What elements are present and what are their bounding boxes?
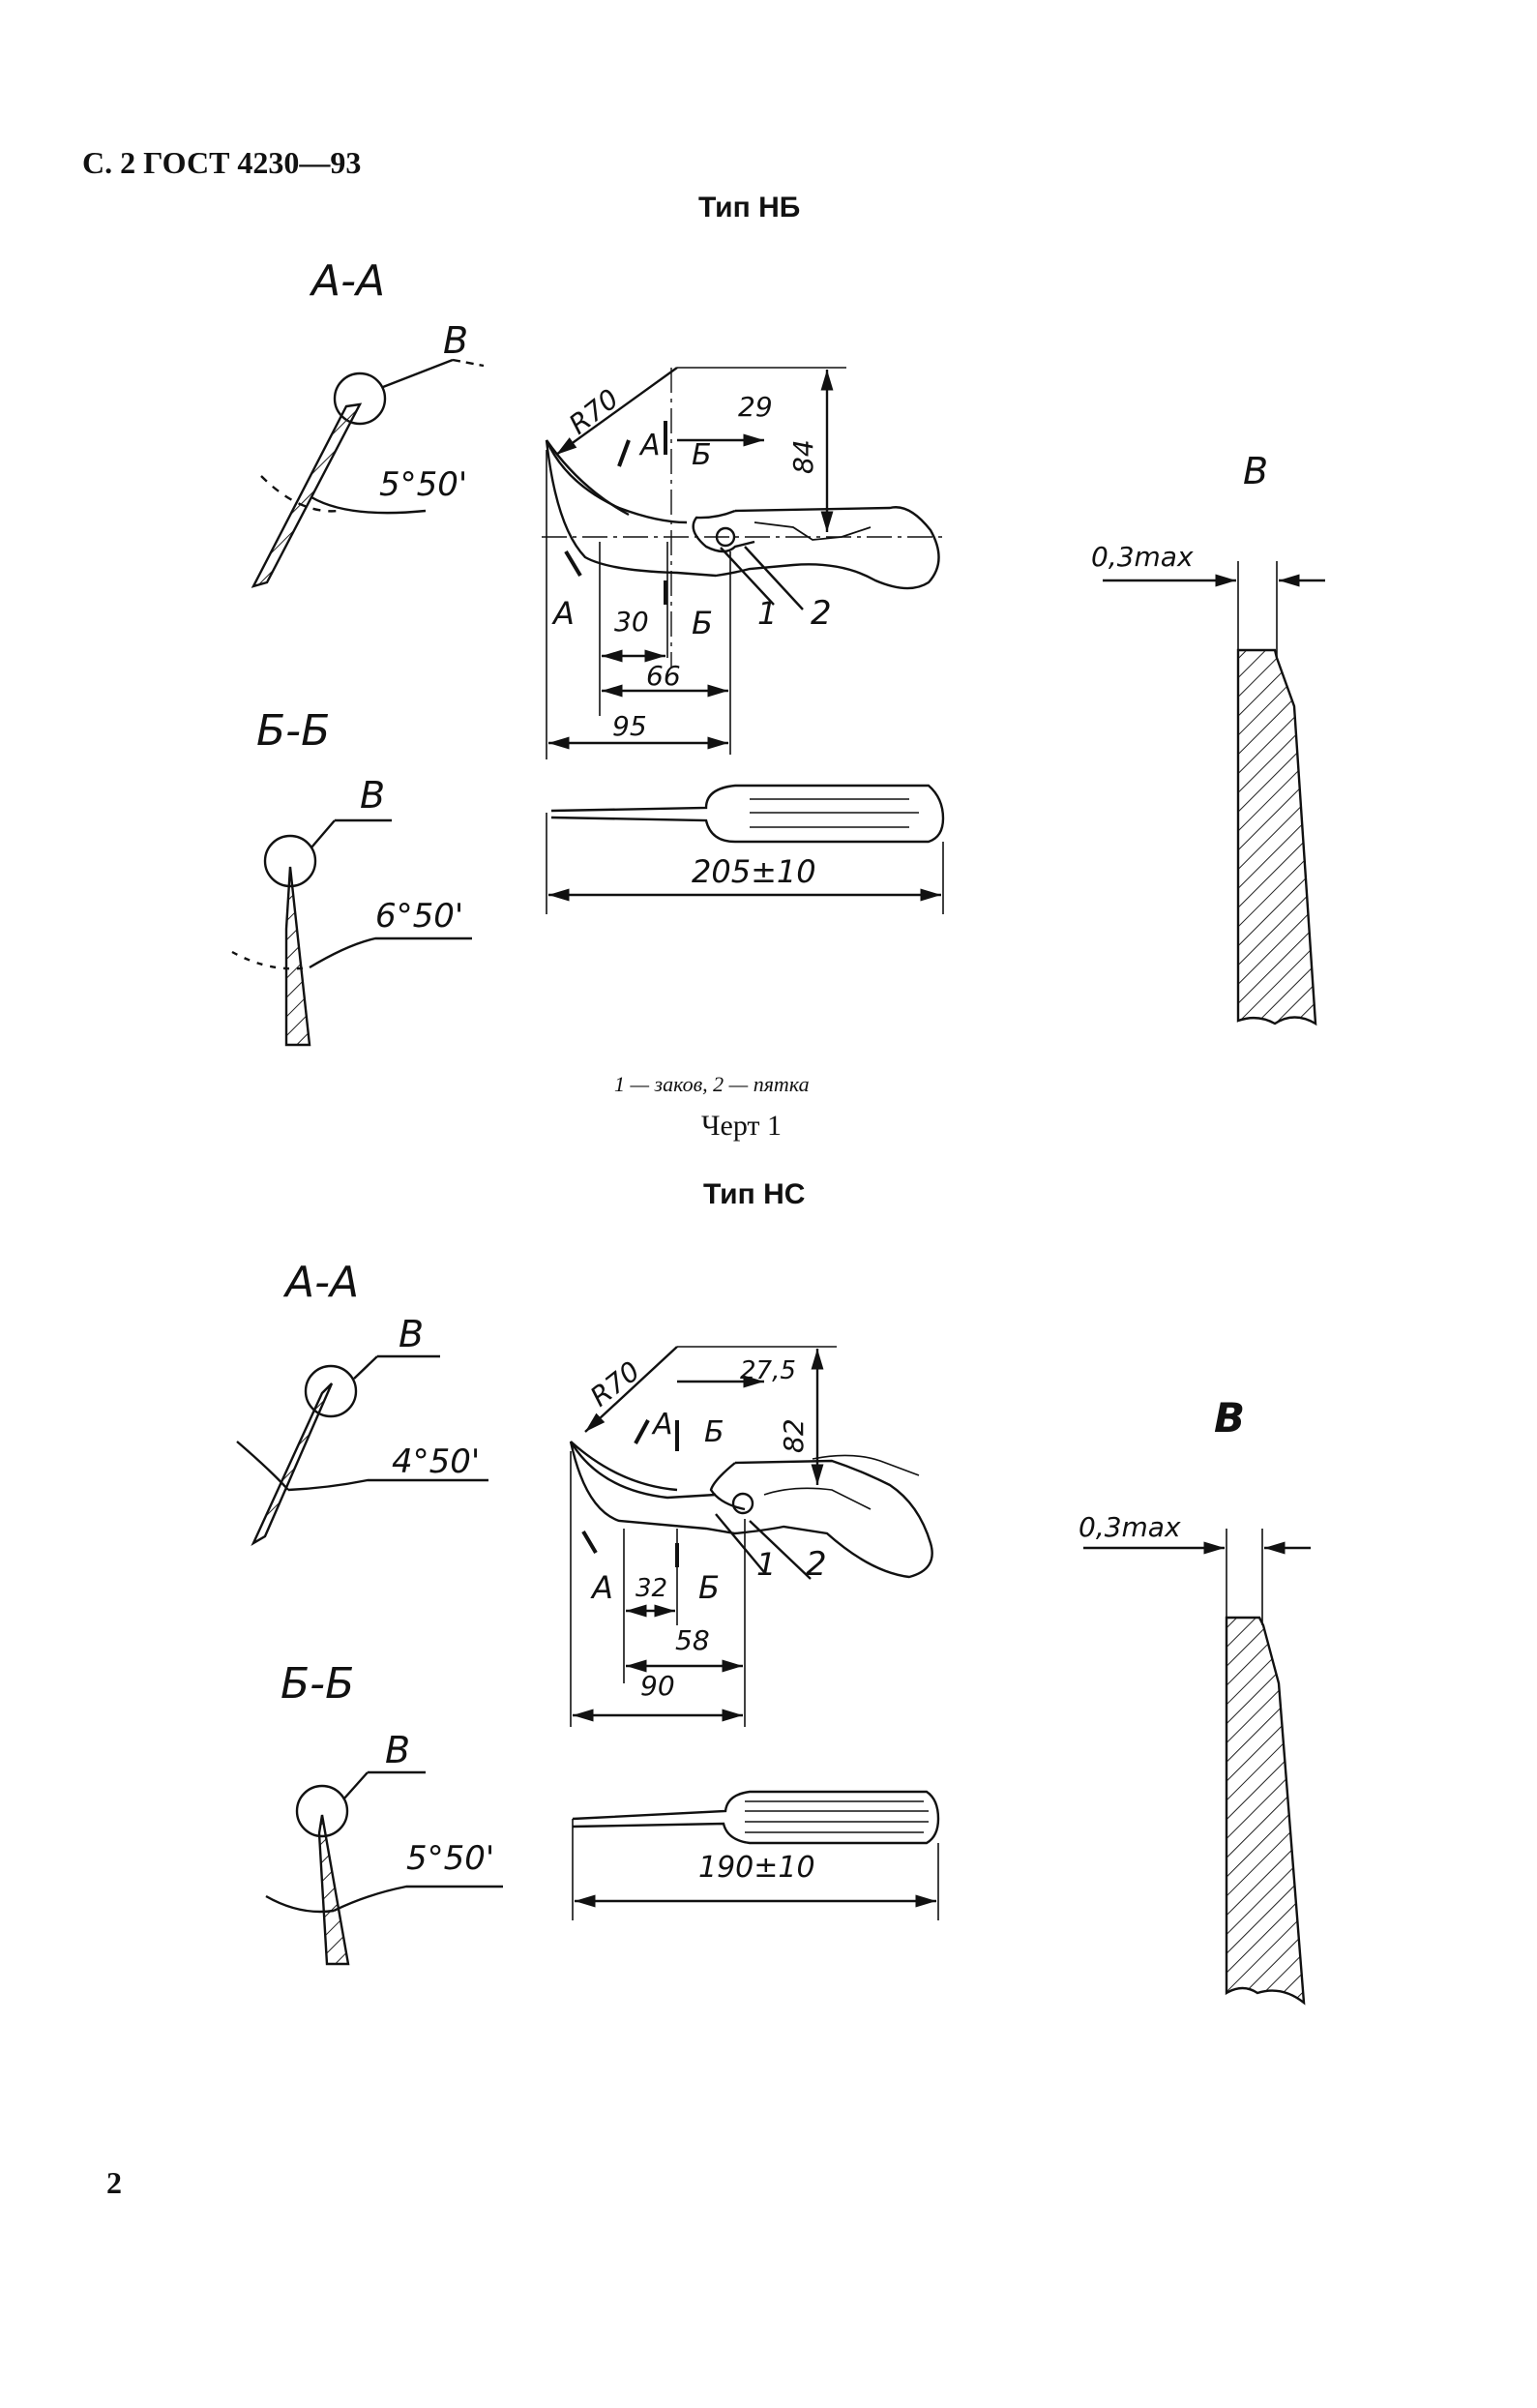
fig2-mark-b-bottom: Б [698,1569,720,1606]
fig1-dim-66: 66 [646,660,681,692]
page-header: С. 2 ГОСТ 4230—93 [82,145,362,180]
fig2-detail-v [1083,1529,1311,2006]
fig2-knife-top-view [572,1790,940,1920]
fig1-dim-84: 84 [787,439,819,474]
fig2-mark-a-top: А [651,1408,673,1442]
fig1-knife-top-view [546,784,945,914]
fig2-dim-58: 58 [675,1624,710,1656]
fig1-dim-205: 205±10 [692,853,816,890]
fig1-section-bb [231,818,472,1047]
fig1-radius: R70 [563,383,625,441]
fig2-thickness: 0,3max [1079,1511,1181,1543]
fig2-section-bb [265,1770,503,1966]
fig1-thickness: 0,3max [1091,541,1194,573]
fig1-label-section-aa: А-А [309,256,385,306]
figure2-title: Тип НС [703,1178,806,1210]
fig2-detail-v-title: В [1214,1394,1245,1442]
fig1-number-2: 2 [811,594,832,633]
fig2-dim-82: 82 [778,1418,810,1453]
fig1-knife-side-view [542,367,948,759]
fig1-mark-b-bottom: Б [692,605,713,641]
fig1-dim-29: 29 [738,391,773,423]
fig1-mark-a-top: А [638,429,661,462]
fig2-label-section-bb: Б-Б [281,1659,354,1709]
fig1-detail-v [1103,561,1325,1026]
fig1-detail-v-title: В [1243,450,1268,492]
fig2-mark-a-bottom: А [590,1569,613,1606]
fig2-mark-b-top: Б [704,1415,724,1449]
fig1-label-section-bb: Б-Б [256,706,330,756]
page-number: 2 [106,2165,122,2200]
fig2-number-1: 1 [756,1546,776,1583]
fig2-label-v-aa: В [399,1313,424,1355]
fig2-section-aa [236,1354,488,1546]
fig2-angle-aa: 4°50' [392,1442,480,1481]
fig1-number-1: 1 [757,595,777,632]
figure1-legend: 1 — заков, 2 — пятка [614,1072,810,1096]
fig1-angle-bb: 6°50' [375,897,463,936]
fig1-label-v-bb: В [360,774,385,817]
fig2-angle-bb: 5°50' [406,1839,494,1878]
fig2-dim-190: 190±10 [698,1851,815,1885]
fig2-dim-27-5: 27,5 [740,1356,796,1385]
fig1-mark-a-bottom: А [551,595,575,632]
fig2-number-2: 2 [806,1545,827,1584]
fig1-label-v-aa: В [443,319,468,362]
fig2-knife-side-view [569,1346,933,1727]
fig1-mark-b-top: Б [692,438,712,472]
fig2-label-section-aa: А-А [282,1258,359,1307]
fig1-dim-95: 95 [612,710,647,742]
fig2-label-v-bb: В [385,1729,410,1771]
figure1-title: Тип НБ [698,192,801,223]
fig1-angle-aa: 5°50' [379,465,467,504]
fig2-dim-90: 90 [640,1670,675,1702]
fig1-dim-30: 30 [614,606,649,638]
figure1-caption: Черт 1 [701,1110,783,1142]
fig1-section-aa [251,358,485,588]
fig2-dim-32: 32 [635,1574,667,1603]
